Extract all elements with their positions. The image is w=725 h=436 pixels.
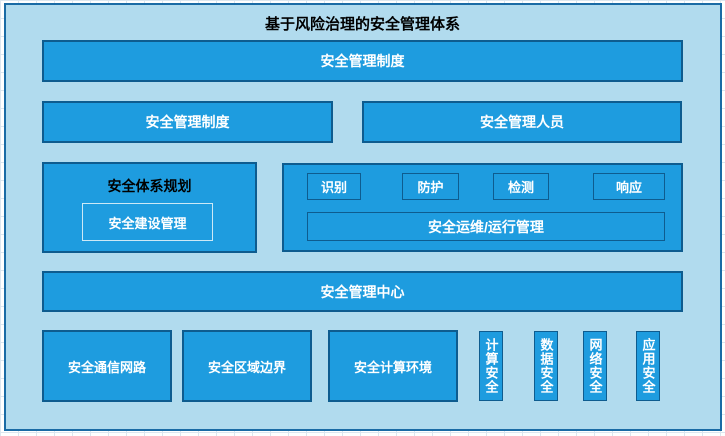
box-security-personnel: 安全管理人员	[362, 101, 682, 143]
planning-title: 安全体系规划	[107, 178, 192, 194]
pillar-network-security: 网络安全	[583, 331, 607, 401]
group-system-planning: 安全体系规划 安全建设管理	[42, 162, 257, 253]
box-respond: 响应	[593, 173, 665, 200]
box-operations-management: 安全运维/运行管理	[307, 212, 665, 241]
box-identify: 识别	[307, 173, 361, 200]
box-security-policy-top: 安全管理制度	[42, 40, 683, 82]
box-security-policy: 安全管理制度	[42, 101, 333, 143]
box-security-management-center: 安全管理中心	[42, 271, 683, 312]
pillar-data-security: 数据安全	[534, 331, 558, 401]
pillar-application-security: 应用安全	[636, 331, 660, 401]
box-protect: 防护	[402, 173, 459, 200]
box-communication-network: 安全通信网路	[42, 330, 172, 402]
box-detect: 检测	[493, 173, 549, 200]
box-computing-environment: 安全计算环境	[328, 330, 458, 402]
box-area-boundary: 安全区域边界	[182, 330, 312, 402]
pillar-computing-security: 计算安全	[479, 331, 503, 401]
box-construction-management: 安全建设管理	[82, 203, 213, 241]
group-operations: 识别 防护 检测 响应 安全运维/运行管理	[282, 163, 683, 252]
diagram-title: 基于风险治理的安全管理体系	[264, 16, 460, 33]
